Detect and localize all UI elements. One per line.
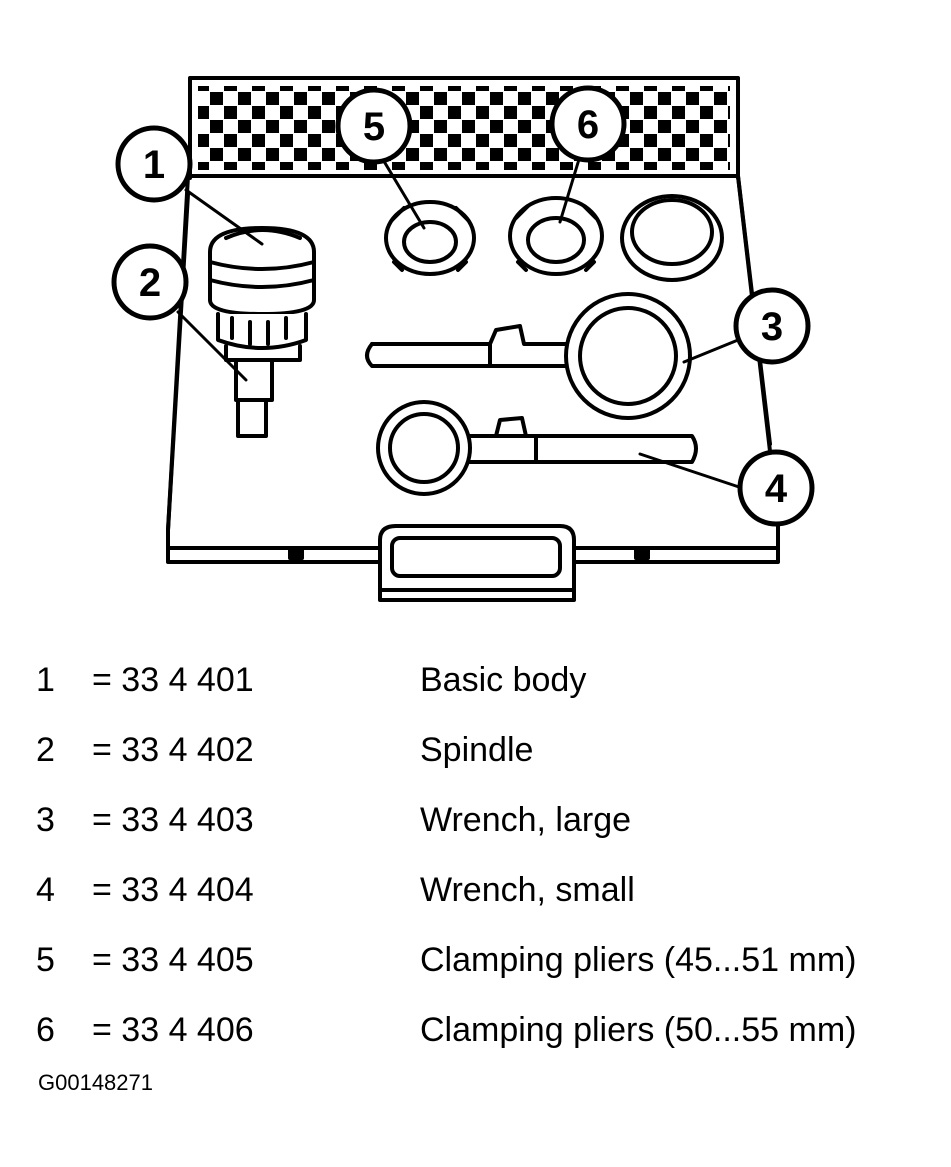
legend-part-code: = 33 4 404 — [92, 871, 254, 909]
clamping-pliers-small — [384, 200, 476, 276]
svg-text:1: 1 — [143, 143, 165, 187]
legend-part-code: = 33 4 401 — [92, 661, 254, 699]
legend-part-code: = 33 4 403 — [92, 801, 254, 839]
spindle-tool — [224, 344, 302, 438]
legend-part-code: = 33 4 402 — [92, 731, 254, 769]
legend-part-code: = 33 4 406 — [92, 1011, 254, 1049]
case-lid — [188, 76, 740, 180]
wrench-large — [365, 292, 692, 420]
legend-description: Basic body — [420, 661, 587, 699]
legend-description: Wrench, small — [420, 871, 635, 909]
callout-4: 4 — [737, 449, 815, 527]
svg-text:5: 5 — [363, 105, 385, 149]
tool-kit-illustration: 1 2 3 4 5 6 — [111, 76, 815, 602]
callout-6: 6 — [549, 85, 627, 163]
legend-row: 1 = 33 4 401 Basic body — [0, 655, 951, 705]
legend-number: 4 — [36, 871, 55, 909]
legend-row: 5 = 33 4 405 Clamping pliers (45...51 mm… — [0, 935, 951, 985]
legend-number: 3 — [36, 801, 55, 839]
legend-row: 2 = 33 4 402 Spindle — [0, 725, 951, 775]
legend-description: Wrench, large — [420, 801, 632, 839]
legend-description: Clamping pliers (50...55 mm) — [420, 1011, 857, 1049]
leader-lines — [176, 154, 744, 490]
wrench-small — [376, 400, 698, 496]
legend-number: 1 — [36, 661, 55, 699]
svg-text:6: 6 — [577, 103, 599, 147]
callout-5: 5 — [335, 87, 413, 165]
svg-text:3: 3 — [761, 305, 783, 349]
legend-number: 2 — [36, 731, 55, 769]
clamping-pliers-large — [508, 196, 604, 276]
legend-row: 6 = 33 4 406 Clamping pliers (50...55 mm… — [0, 1005, 951, 1055]
svg-text:2: 2 — [139, 261, 161, 305]
figure-id: G00148271 — [38, 1070, 153, 1095]
callout-3: 3 — [733, 287, 811, 365]
basic-body-tool — [208, 226, 316, 350]
legend-row: 3 = 33 4 403 Wrench, large — [0, 795, 951, 845]
legend-number: 6 — [36, 1011, 55, 1049]
empty-recess — [620, 194, 724, 282]
legend-number: 5 — [36, 941, 55, 979]
case-body — [166, 174, 780, 602]
callout-1: 1 — [115, 125, 193, 203]
legend-description: Clamping pliers (45...51 mm) — [420, 941, 857, 979]
case-handle — [378, 524, 576, 592]
legend-description: Spindle — [420, 731, 534, 769]
legend-row: 4 = 33 4 404 Wrench, small — [0, 865, 951, 915]
svg-text:4: 4 — [765, 467, 788, 511]
callout-2: 2 — [111, 243, 189, 321]
legend-part-code: = 33 4 405 — [92, 941, 254, 979]
